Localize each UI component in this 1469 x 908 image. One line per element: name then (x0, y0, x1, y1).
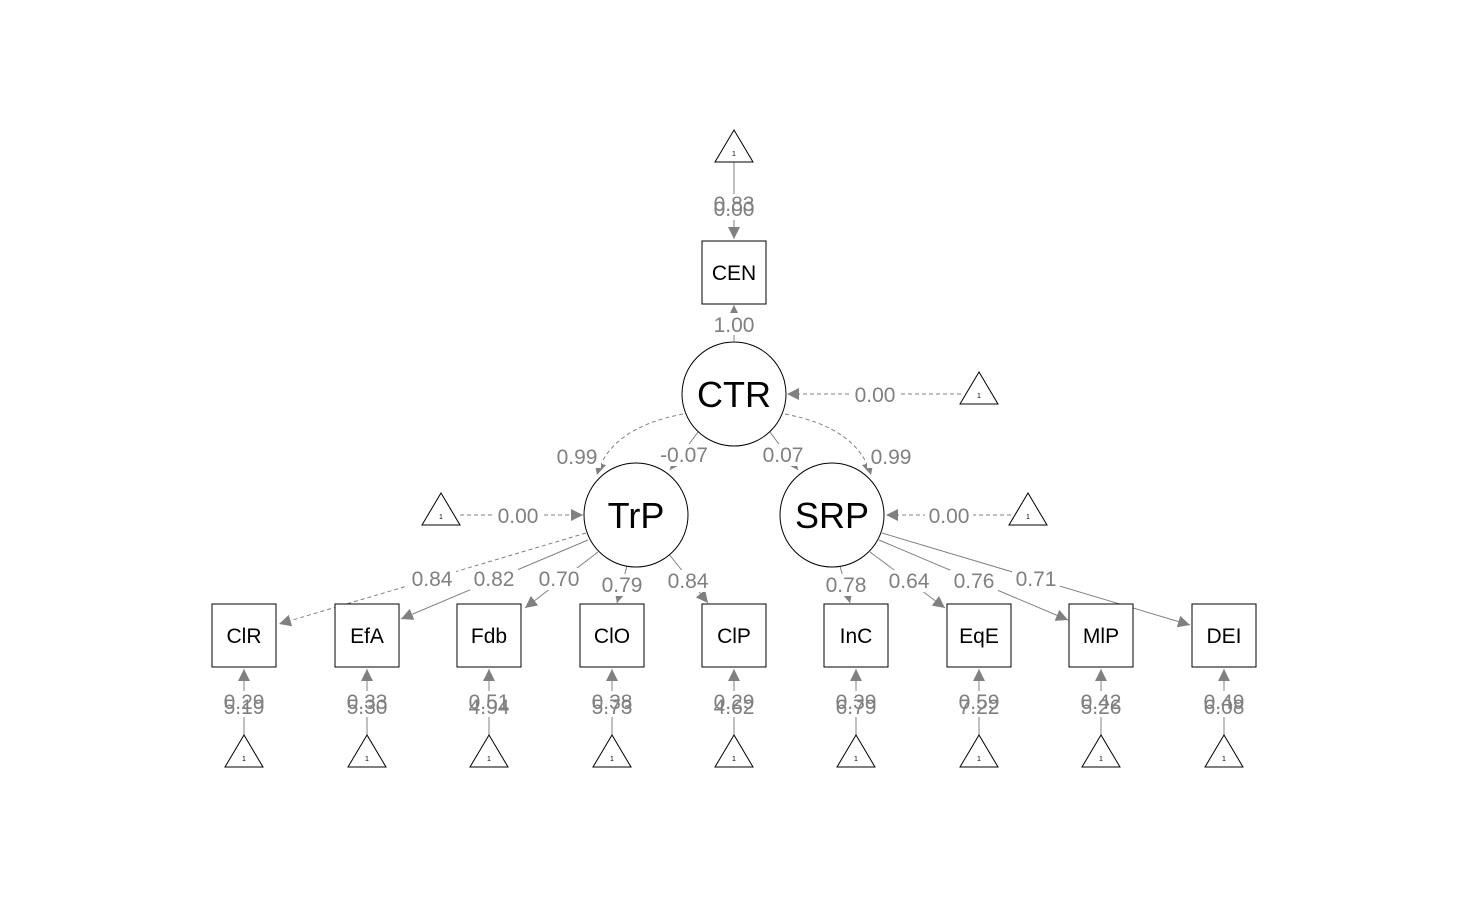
intercept-label-clo-2: 5.73 (592, 696, 633, 719)
intercept-label-eqe-2: 7.22 (959, 696, 1000, 719)
intercept-triangle-mlp: 1 (1081, 734, 1121, 768)
label-ctr-trp: -0.07 (660, 444, 708, 467)
observed-label-clr: ClR (227, 625, 262, 648)
intercept-symbol: 1 (439, 514, 443, 521)
latent-nodes: CTR TrP SRP (583, 341, 885, 568)
intercept-symbol: 1 (242, 756, 246, 763)
intercept-triangle-inc: 1 (836, 734, 876, 768)
observed-node-inc: InC (823, 603, 889, 668)
intercept-label-clp-1: 0.29 (714, 691, 755, 714)
intercept-triangle-dei: 1 (1204, 734, 1244, 768)
observed-node-cen: CEN (701, 240, 767, 305)
intercept-label-cen-2: 0.00 (714, 198, 755, 221)
observed-node-clr: ClR (211, 603, 277, 668)
latent-node-srp: SRP (779, 462, 885, 568)
observed-node-clp: ClP (701, 603, 767, 668)
label-ctr-trp-curve: 0.99 (557, 446, 598, 469)
label-srp-dei: 0.71 (1016, 568, 1057, 591)
observed-node-mlp: MlP (1068, 603, 1134, 668)
latent-node-trp: TrP (583, 462, 689, 568)
intercept-label-clo-1: 0.38 (592, 691, 633, 714)
intercept-triangle-eqe: 1 (959, 734, 999, 768)
intercept-label-clr-2: 5.19 (224, 696, 265, 719)
label-ctr-srp-curve: 0.99 (871, 446, 912, 469)
label-srp-inc: 0.78 (826, 574, 867, 597)
label-ctr-srp: 0.07 (763, 444, 804, 467)
intercept-label-inc-1: 0.39 (836, 691, 877, 714)
latent-label-srp: SRP (795, 495, 869, 536)
label-trp-efa: 0.82 (474, 568, 515, 591)
observed-label-cen: CEN (712, 262, 756, 285)
observed-label-eqe: EqE (959, 625, 999, 648)
edge-trp-clr (278, 532, 587, 627)
label-trp-clr: 0.84 (412, 568, 453, 591)
intercept-symbol: 1 (1099, 756, 1103, 763)
observed-node-eqe: EqE (946, 603, 1012, 668)
intercept-triangle-clo: 1 (592, 734, 632, 768)
observed-node-efa: EfA (334, 603, 400, 668)
intercept-triangle-fdb: 1 (469, 734, 509, 768)
intercept-label-clp-2: 4.62 (714, 696, 755, 719)
label-int-ctr: 0.00 (855, 384, 896, 407)
intercept-label-dei-1: 0.49 (1204, 691, 1245, 714)
intercept-label-fdb-1: 0.51 (469, 691, 510, 714)
latent-label-trp: TrP (608, 495, 665, 536)
label-srp-eqe: 0.64 (889, 570, 930, 593)
label-trp-clp: 0.84 (668, 570, 709, 593)
intercept-triangle-efa: 1 (347, 734, 387, 768)
label-ctr-cen: 1.00 (714, 314, 755, 337)
observed-label-inc: InC (840, 625, 873, 648)
intercept-symbol: 1 (487, 756, 491, 763)
intercept-label-dei-2: 6.08 (1204, 696, 1245, 719)
intercept-label-fdb-2: 4.94 (469, 696, 510, 719)
intercept-triangle-srp: 1 (1008, 492, 1048, 526)
intercept-label-eqe-1: 0.59 (959, 691, 1000, 714)
intercept-label-cen-1: 0.83 (714, 193, 755, 216)
intercept-label-inc-2: 6.79 (836, 696, 877, 719)
intercept-symbol: 1 (610, 756, 614, 763)
intercept-triangles: 1 1 1 1 1 1 1 1 (224, 129, 1244, 768)
intercept-triangle-ctr: 1 (959, 371, 999, 405)
intercept-symbol: 1 (365, 756, 369, 763)
intercept-symbol: 1 (1222, 756, 1226, 763)
intercept-symbol: 1 (732, 756, 736, 763)
intercept-triangle-clp: 1 (714, 734, 754, 768)
intercept-symbol: 1 (977, 393, 981, 400)
intercept-symbol: 1 (977, 756, 981, 763)
observed-label-efa: EfA (350, 625, 384, 648)
observed-node-dei: DEI (1191, 603, 1257, 668)
observed-label-fdb: Fdb (471, 625, 507, 648)
observed-label-clp: ClP (717, 625, 751, 648)
observed-label-mlp: MlP (1083, 625, 1119, 648)
intercept-label-clr-1: 0.29 (224, 691, 265, 714)
edge-labels: 1.00 0.00 0.99 -0.07 0.07 0.99 0.00 0.00… (408, 313, 1060, 597)
observed-node-clo: ClO (579, 603, 645, 668)
label-srp-mlp: 0.76 (954, 570, 995, 593)
label-trp-clo: 0.79 (602, 574, 643, 597)
observed-node-fdb: Fdb (456, 603, 522, 668)
intercept-label-efa-1: 0.33 (347, 691, 388, 714)
label-trp-fdb: 0.70 (539, 568, 580, 591)
intercept-triangle-trp: 1 (421, 492, 461, 526)
intercept-symbol: 1 (732, 151, 736, 158)
observed-label-clo: ClO (594, 625, 630, 648)
intercept-label-mlp-2: 5.26 (1081, 696, 1122, 719)
latent-node-ctr: CTR (681, 341, 787, 447)
intercept-label-efa-2: 5.30 (347, 696, 388, 719)
observed-label-dei: DEI (1206, 625, 1241, 648)
intercept-symbol: 1 (854, 756, 858, 763)
intercept-labels: 0.83 0.00 0.29 5.19 0.33 5.30 0.51 4.94 … (220, 193, 1248, 719)
intercept-label-mlp-1: 0.42 (1081, 691, 1122, 714)
latent-label-ctr: CTR (697, 374, 771, 415)
label-int-trp: 0.00 (498, 505, 539, 528)
intercept-triangle-clr: 1 (224, 734, 264, 768)
observed-nodes: CEN ClR EfA Fdb ClO ClP InC EqE (211, 240, 1257, 668)
intercept-symbol: 1 (1026, 514, 1030, 521)
label-int-srp: 0.00 (929, 505, 970, 528)
intercept-triangle-cen: 1 (714, 129, 754, 163)
